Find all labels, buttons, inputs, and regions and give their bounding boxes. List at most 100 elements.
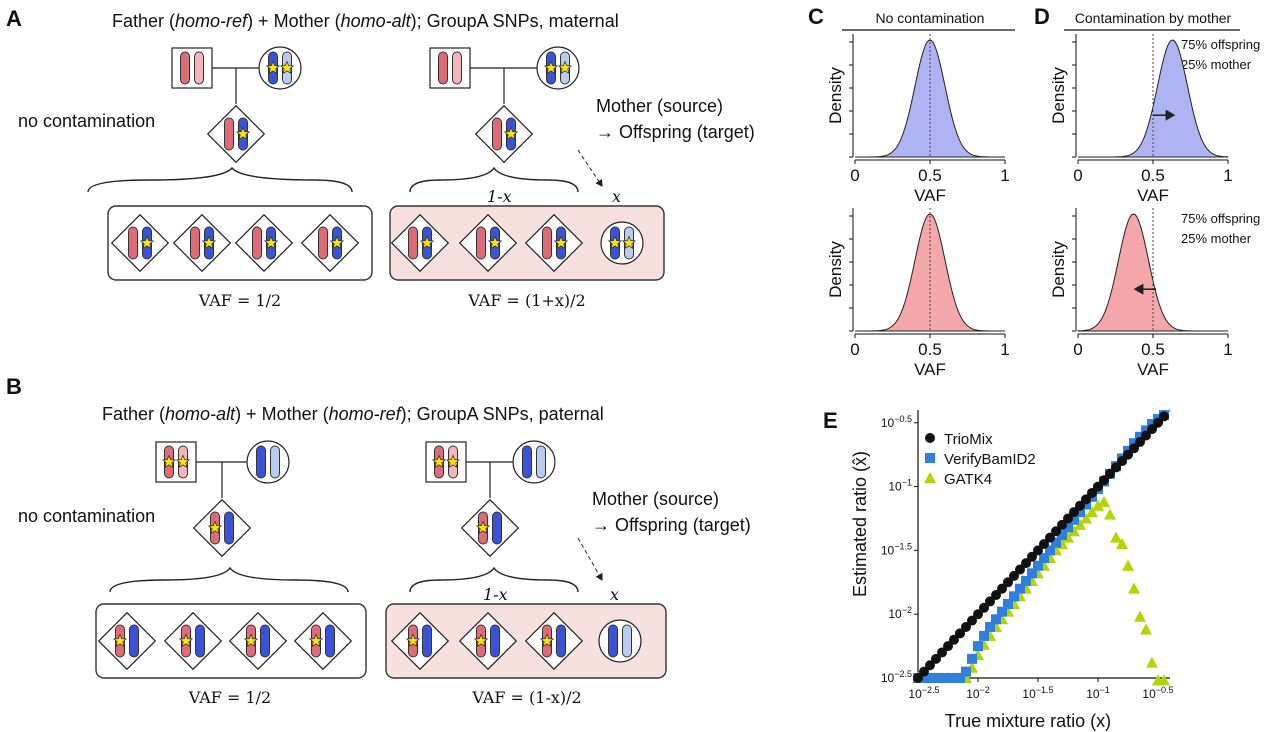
chromosome [129,624,139,658]
panel-a-contamination-arrow [577,149,603,187]
x-tick-label: 0.5 [1141,340,1165,359]
star-icon [235,126,251,141]
data-point-triomix [1135,436,1145,447]
father-square [425,441,467,483]
star-icon [263,235,279,250]
x-tick-label: 1 [1000,340,1009,359]
star-icon [473,633,489,648]
panel-e: E 10−2.510−2.510−210−210−1.510−1.510−110… [823,408,1174,731]
data-point-triomix [949,634,959,645]
data-point-triomix [937,647,947,658]
data-point-gatk4 [1098,495,1110,507]
legend-label-verifybamid2: VerifyBamID2 [944,451,1036,468]
e-x-tick-label: 10−2.5 [908,685,939,701]
mother-circle [536,46,580,90]
chromosome [556,624,566,658]
e-y-tick-label: 10−0.5 [881,414,912,430]
mixture-ratio-chart: 10−2.510−2.510−210−210−1.510−1.510−110−1… [850,409,1174,731]
data-point-triomix [1057,519,1067,530]
y-axis-label: Density [826,67,845,124]
data-point-triomix [991,590,1001,601]
data-point-verifybamid2 [967,653,977,664]
pedigree-b-no-contamination [155,440,290,558]
mother-circle [246,440,290,484]
star-icon [431,454,447,469]
chromosome [180,51,190,85]
data-point-verifybamid2 [1141,425,1151,436]
star-icon [621,235,637,250]
panel-b-title: Father (homo-alt) + Mother (homo-ref); G… [102,404,604,424]
e-y-tick-label: 10−2.5 [881,669,912,685]
mother-circle [512,440,556,484]
e-x-tick-label: 10−2 [966,685,990,701]
panel-b: B Father (homo-alt) + Mother (homo-ref);… [6,374,751,707]
star-icon [607,235,623,250]
data-point-gatk4 [1122,559,1134,571]
data-point-verifybamid2 [925,673,935,683]
x-axis-label: VAF [914,360,946,379]
data-point-triomix [1111,462,1121,473]
data-point-verifybamid2 [1033,560,1043,571]
x-tick-label: 0 [850,166,859,185]
data-point-triomix [1039,539,1049,549]
star-icon [419,235,435,250]
panel-e-letter: E [823,408,838,433]
data-point-verifybamid2 [1129,438,1139,449]
data-point-verifybamid2 [991,614,1001,625]
pedigree-a-contamination [429,46,580,164]
data-point-verifybamid2 [943,673,953,683]
y-axis-label: Density [1049,67,1068,124]
father-square [171,47,213,89]
data-point-triomix [1033,545,1043,556]
data-point-triomix [1051,526,1061,537]
chromosome [190,226,200,260]
data-point-verifybamid2 [997,606,1007,617]
panel-a-x: x [612,187,621,206]
data-point-triomix [931,653,941,664]
chromosome [224,511,234,545]
e-y-tick-label: 10−1 [888,478,912,494]
panel-a-no-contamination-label: no contamination [18,111,155,131]
data-point-verifybamid2 [1057,530,1067,541]
star-icon [139,235,155,250]
panel-a-one-minus-x: 1-x [487,187,512,206]
chromosome [194,51,204,85]
panel-a-offspring-row [110,213,644,273]
legend-marker-verifybamid2 [925,453,935,463]
offspring-diamond [192,498,252,558]
x-axis-label: VAF [1137,360,1169,379]
father-square [155,441,197,483]
data-point-verifybamid2 [961,666,971,677]
x-tick-label: 0.5 [918,166,942,185]
data-point-triomix [1123,449,1133,460]
data-point-verifybamid2 [1045,545,1055,556]
x-tick-label: 1 [1223,340,1232,359]
data-point-triomix [1045,532,1055,543]
offspring-diamond [206,104,266,164]
legend-marker-triomix [925,433,935,443]
star-icon [279,60,295,75]
data-point-verifybamid2 [1039,553,1049,564]
panel-c-header: No contamination [876,10,985,26]
mother-circle [258,46,302,90]
star-icon [112,633,128,648]
density-curve [1078,39,1229,158]
data-point-triomix [1105,468,1115,479]
x-tick-label: 0.5 [918,340,942,359]
data-point-gatk4 [1146,656,1158,668]
chromosome [318,226,328,260]
chromosome [622,624,632,658]
data-point-triomix [943,641,953,652]
offspring-diamond [524,213,584,273]
data-point-gatk4 [1092,499,1104,511]
panel-b-one-minus-x: 1-x [483,585,508,604]
data-point-gatk4 [1080,512,1092,524]
panel-b-source-label: Mother (source) [592,489,719,509]
data-point-gatk4 [1104,508,1116,520]
e-y-tick-label: 10−1.5 [881,541,912,557]
panel-b-vaf-left: VAF = 1/2 [188,688,271,707]
data-point-triomix [1069,507,1079,518]
